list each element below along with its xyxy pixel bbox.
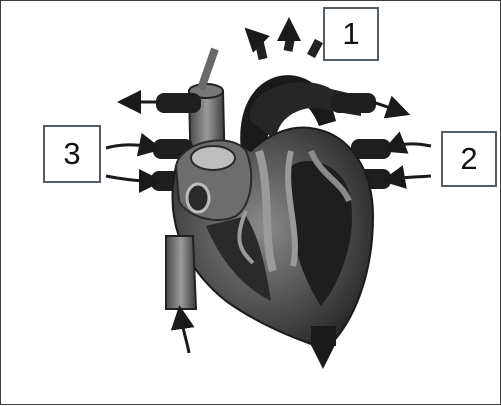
- arrow-in-right-upper: [393, 144, 431, 147]
- inferior-vena-cava: [166, 236, 196, 309]
- arrow-in-bottom: [181, 317, 189, 353]
- descending-aorta: [311, 326, 336, 346]
- label-box-1: 1: [323, 7, 379, 61]
- arrow-in-left-lower: [106, 176, 151, 181]
- pulmonary-vessel-right-upper: [331, 93, 376, 113]
- arrow-out-right: [373, 102, 399, 111]
- label-box-2: 2: [441, 131, 497, 187]
- label-1-text: 1: [342, 16, 359, 52]
- pulmonary-vessel-left-upper: [156, 93, 201, 113]
- arrow-in-right-lower: [393, 176, 431, 179]
- arrow-in-left-upper: [106, 145, 151, 148]
- label-2-text: 2: [460, 141, 477, 177]
- label-3-text: 3: [63, 136, 80, 172]
- label-box-3: 3: [43, 125, 101, 183]
